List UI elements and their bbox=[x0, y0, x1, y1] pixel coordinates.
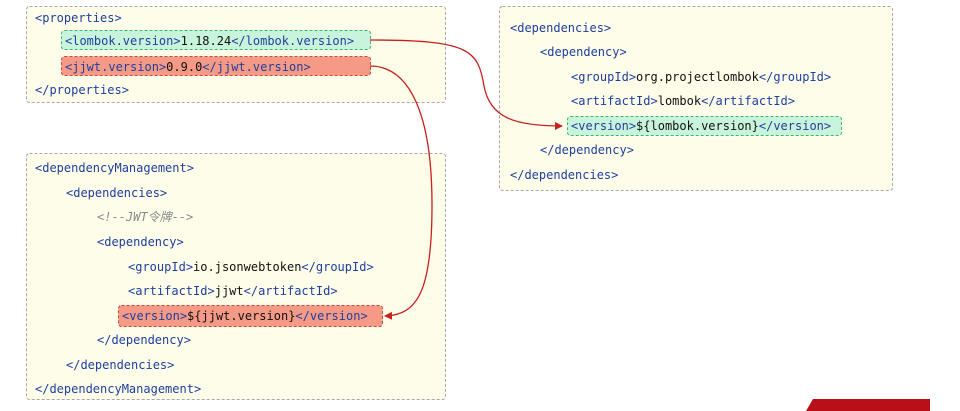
dependency-management-close-tag: </dependencyManagement> bbox=[35, 382, 201, 396]
corner-banner bbox=[806, 399, 930, 411]
jjwt-version-ref: <version>${jjwt.version}</version> bbox=[122, 309, 368, 323]
mgmt-dependency-open-tag: <dependency> bbox=[97, 235, 184, 249]
dependency-management-open-tag: <dependencyManagement> bbox=[35, 161, 194, 175]
mgmt-dependencies-close-tag: </dependencies> bbox=[66, 358, 174, 372]
jjwt-artifact-id: <artifactId>jjwt</artifactId> bbox=[128, 284, 338, 298]
dependency-open-tag: <dependency> bbox=[540, 45, 627, 59]
lombok-version-arrow bbox=[369, 39, 563, 130]
lombok-version-ref: <version>${lombok.version}</version> bbox=[571, 119, 831, 133]
lombok-version-highlight bbox=[61, 30, 371, 50]
dependencies-panel bbox=[499, 6, 893, 191]
jjwt-version-ref-highlight bbox=[118, 305, 383, 327]
lombok-group-id: <groupId>org.projectlombok</groupId> bbox=[571, 70, 831, 84]
dependency-management-panel bbox=[26, 153, 446, 400]
jjwt-version-highlight bbox=[61, 56, 371, 76]
mgmt-dependency-close-tag: </dependency> bbox=[97, 333, 191, 347]
jjwt-group-id: <groupId>io.jsonwebtoken</groupId> bbox=[128, 260, 374, 274]
dependencies-close-tag: </dependencies> bbox=[510, 168, 618, 182]
lombok-artifact-id: <artifactId>lombok</artifactId> bbox=[571, 94, 795, 108]
jjwt-version-arrow bbox=[369, 65, 433, 320]
jjwt-version-property: <jjwt.version>0.9.0</jjwt.version> bbox=[65, 60, 311, 74]
lombok-version-ref-highlight bbox=[567, 116, 842, 136]
dependencies-open-tag: <dependencies> bbox=[510, 21, 611, 35]
dependency-close-tag: </dependency> bbox=[540, 143, 634, 157]
properties-open-tag: <properties> bbox=[35, 11, 122, 25]
lombok-version-property: <lombok.version>1.18.24</lombok.version> bbox=[65, 34, 354, 48]
jwt-comment: <!--JWT令牌--> bbox=[97, 210, 193, 224]
mgmt-dependencies-open-tag: <dependencies> bbox=[66, 186, 167, 200]
properties-close-tag: </properties> bbox=[35, 83, 129, 97]
